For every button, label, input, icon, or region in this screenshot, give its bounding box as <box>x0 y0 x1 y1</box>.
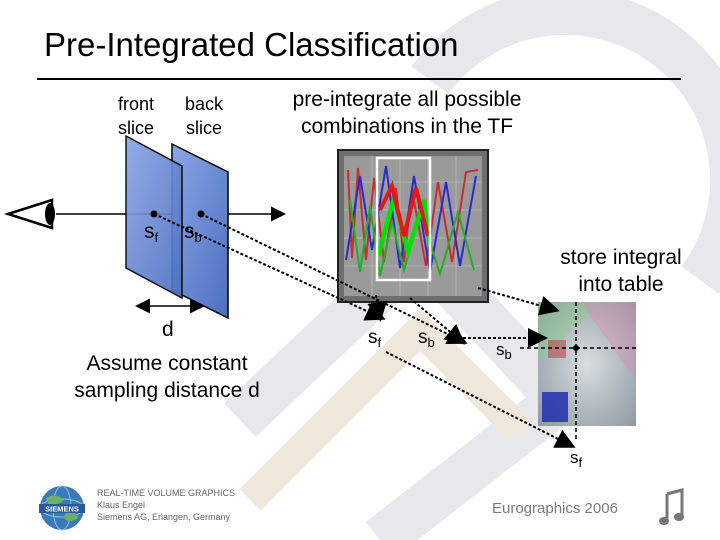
table-sf-label: sf <box>570 448 583 470</box>
preintegration-table <box>520 302 636 440</box>
siemens-logo-text: SIEMENS <box>45 505 79 514</box>
front-slice-label: front slice <box>117 94 155 138</box>
assume-constant-text: Assume constant sampling distance d <box>74 352 260 402</box>
table-sb-label: sb <box>496 340 512 362</box>
tf-axis-sf-label: sf <box>368 327 382 350</box>
slide-title: Pre-Integrated Classification <box>44 26 459 63</box>
table-lookup-point <box>573 345 579 351</box>
siemens-globe-logo: SIEMENS <box>39 485 85 531</box>
preintegrate-text: pre-integrate all possible combinations … <box>292 88 522 138</box>
eye-icon <box>3 198 55 230</box>
title-divider <box>37 78 681 80</box>
conference-label: Eurographics 2006 <box>492 500 618 517</box>
tf-axis-sb-label: sb <box>418 327 435 350</box>
transfer-function-plot <box>337 149 489 303</box>
tf-sb-link <box>409 297 466 345</box>
back-to-sb-arrow <box>200 213 468 344</box>
music-note-icon <box>659 488 684 525</box>
store-arrow <box>477 287 560 316</box>
slice-sf-label: sf <box>144 220 159 245</box>
front-to-sf-arrow <box>153 213 386 321</box>
footer-credits: REAL-TIME VOLUME GRAPHICS Klaus Engel Si… <box>97 488 236 522</box>
slice-sb-label: sb <box>184 220 202 245</box>
back-slice-label: back slice <box>184 94 224 138</box>
store-integral-text: store integral into table <box>560 246 682 296</box>
distance-label: d <box>162 318 174 341</box>
tf-sf-link <box>367 294 388 322</box>
